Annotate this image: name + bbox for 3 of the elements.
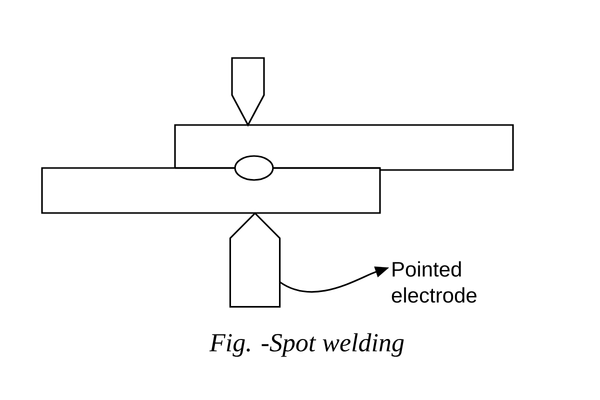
figure-caption: Fig. -Spot welding [209,333,404,357]
callout-label: Pointed electrode [392,261,476,303]
electrode-drawing [229,212,281,308]
